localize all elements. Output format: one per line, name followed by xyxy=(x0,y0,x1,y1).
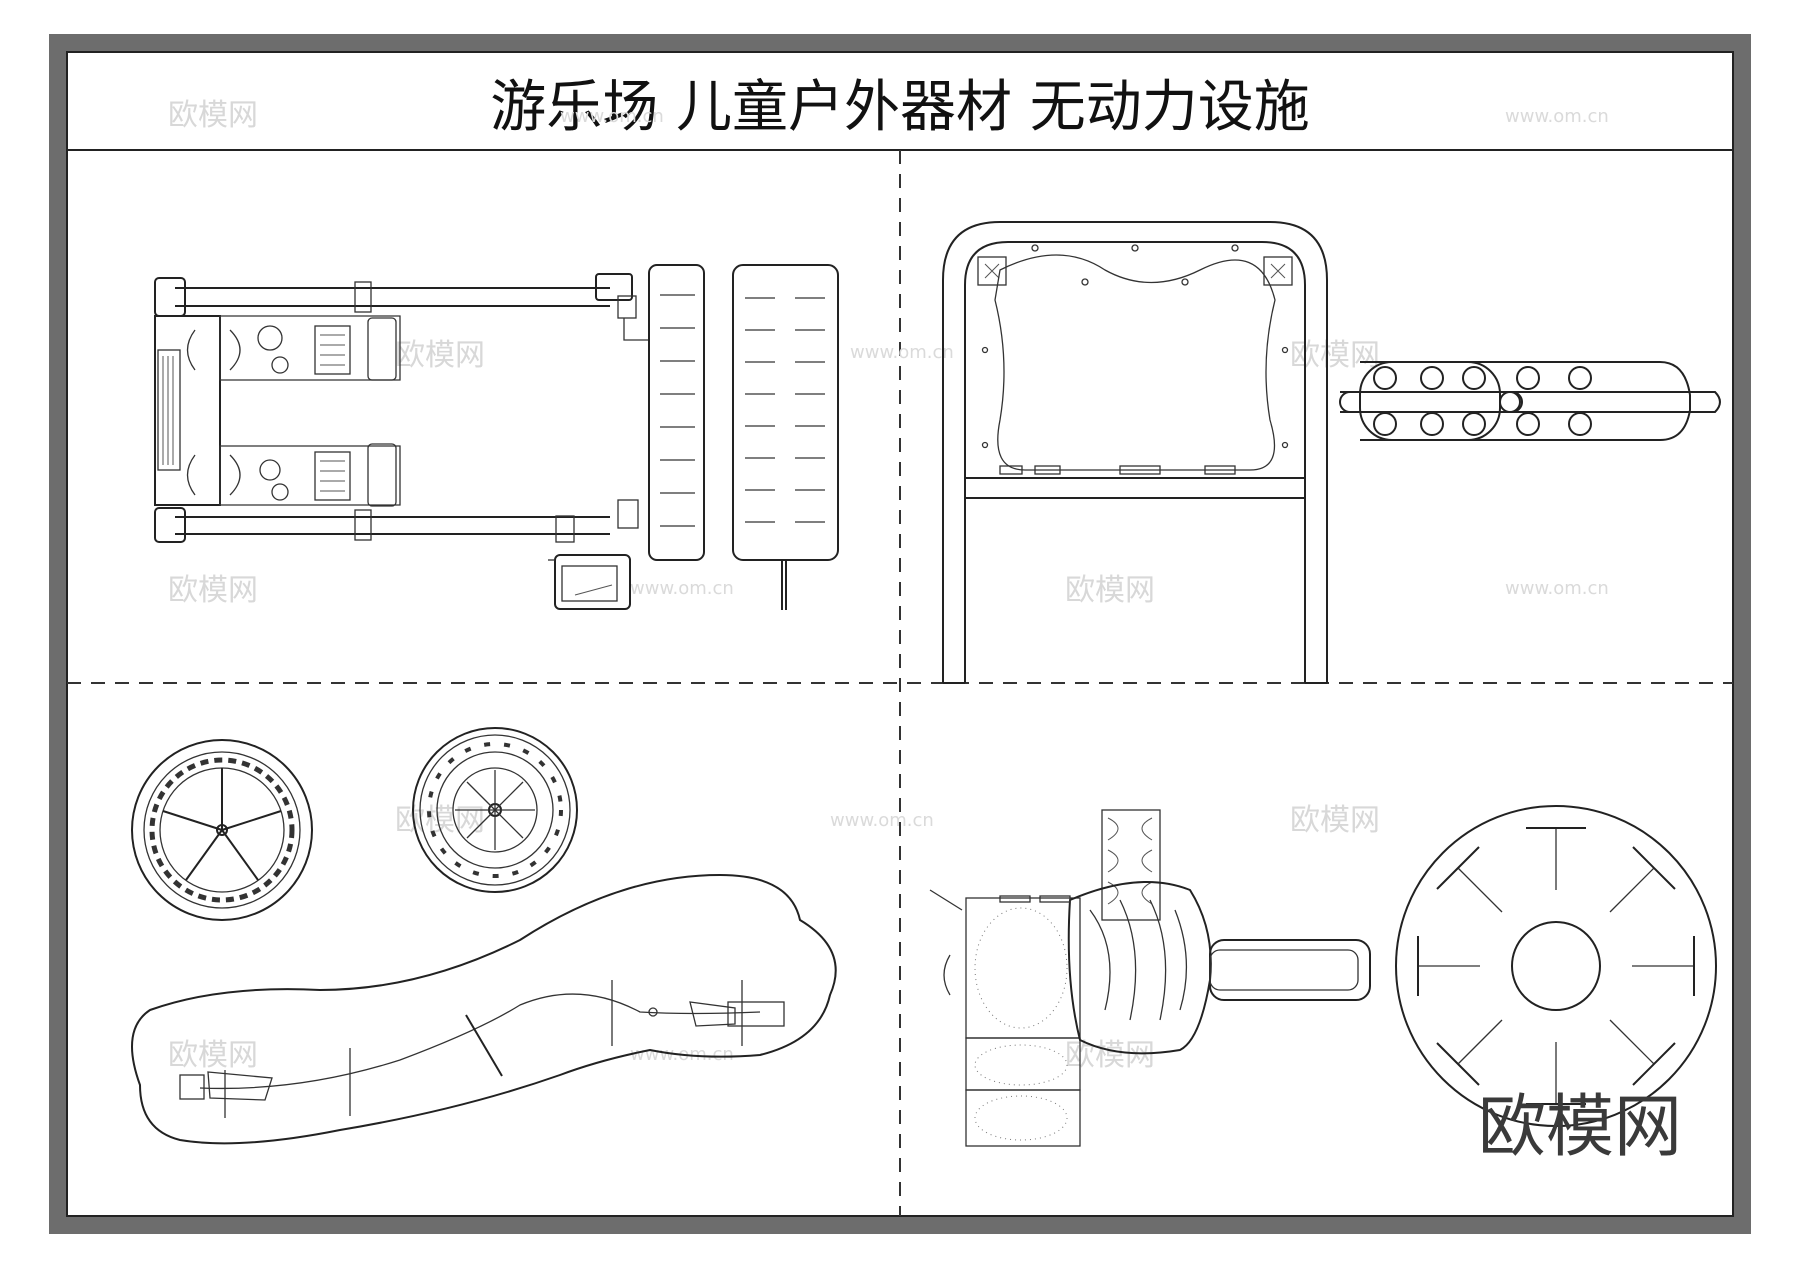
bench-arms xyxy=(1417,827,1695,1105)
watermark-brand: 欧模网 xyxy=(395,803,485,838)
watermark-url: www.om.cn xyxy=(1505,106,1609,127)
winding-track-plan xyxy=(131,873,837,1145)
page-title: 游乐场 儿童户外器材 无动力设施 xyxy=(490,75,1310,140)
watermark-url: www.om.cn xyxy=(850,342,954,363)
watermark-brand: 欧模网 xyxy=(1065,573,1155,608)
watermark-brand: 欧模网 xyxy=(168,98,258,133)
rail-play-equipment-plan xyxy=(154,264,839,610)
watermark-url: www.om.cn xyxy=(830,810,934,831)
watermark-brand: 欧模网 xyxy=(168,1038,258,1073)
hand-grip-rail-plan xyxy=(1339,361,1721,441)
climbing-structure-plan xyxy=(929,809,1371,1147)
watermark-url: www.om.cn xyxy=(1505,578,1609,599)
round-table-plan xyxy=(1395,805,1717,1127)
round-spinner-plan-1 xyxy=(131,739,313,921)
watermark-url: www.om.cn xyxy=(630,578,734,599)
slat-lines xyxy=(745,297,825,523)
watermark-brand: 欧模网 xyxy=(168,573,258,608)
watermark-brand: 欧模网 xyxy=(395,338,485,373)
watermark-url: www.om.cn xyxy=(560,106,664,127)
watermark-brand: 欧模网 xyxy=(1290,803,1380,838)
arch-frame-elevation xyxy=(942,221,1328,684)
quadrant-dividers xyxy=(67,150,1733,1216)
round-spinner-plan-2 xyxy=(412,727,578,893)
corner-brand-logo: 欧模网 xyxy=(1478,1088,1682,1167)
watermark-brand: 欧模网 xyxy=(1065,1038,1155,1073)
watermark-brand: 欧模网 xyxy=(1290,338,1380,373)
